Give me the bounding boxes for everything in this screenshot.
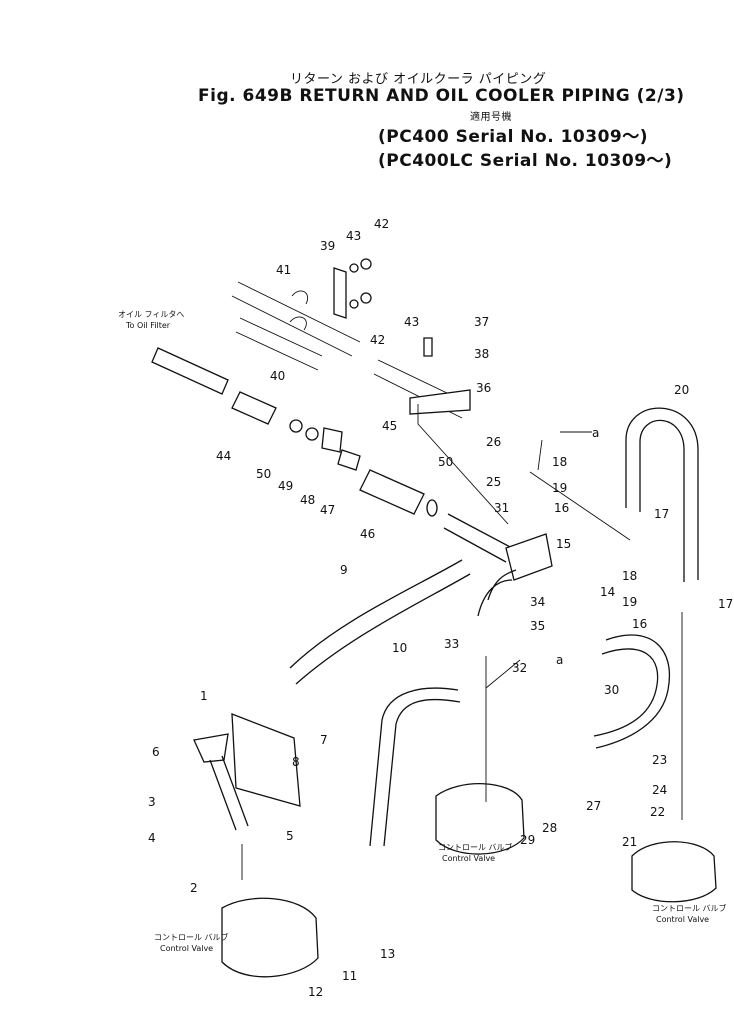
callout-42: 42	[374, 217, 389, 231]
oil-filter-caption-jp: オイル フィルタへ	[118, 310, 184, 319]
callout-13: 13	[380, 947, 395, 961]
callout-36: 36	[476, 381, 491, 395]
callout-25: 25	[486, 475, 501, 489]
control-valve-caption-jp-3: コントロール バルブ	[652, 903, 727, 913]
callout-46: 46	[360, 527, 375, 541]
applicable-models-label: 適用号機	[470, 112, 512, 123]
callout-43: 43	[346, 229, 361, 243]
callout-38: 38	[474, 347, 489, 361]
callout-16-b: 16	[632, 617, 647, 631]
callout-47: 47	[320, 503, 335, 517]
arrow-a-label-2: a	[556, 653, 563, 667]
callout-42-b: 42	[370, 333, 385, 347]
callout-40: 40	[270, 369, 285, 383]
callout-21: 21	[622, 835, 637, 849]
serial-range-pc400: (PC400 Serial No. 10309～)	[378, 127, 649, 147]
callout-32: 32	[512, 661, 527, 675]
serial-range-pc400lc: (PC400LC Serial No. 10309～)	[378, 151, 673, 171]
callout-39: 39	[320, 239, 335, 253]
callout-24: 24	[652, 783, 667, 797]
captions: オイル フィルタへ To Oil Filter コントロール バルブ Contr…	[118, 310, 727, 953]
callout-34: 34	[530, 595, 545, 609]
callout-41: 41	[276, 263, 291, 277]
pipe-assemblies	[193, 407, 699, 847]
callout-18-b: 18	[622, 569, 637, 583]
callout-43-b: 43	[404, 315, 419, 329]
callout-10: 10	[392, 641, 407, 655]
callout-44: 44	[216, 449, 231, 463]
callout-6: 6	[152, 745, 160, 759]
callout-37: 37	[474, 315, 489, 329]
control-valve-caption-en-2: Control Valve	[442, 854, 495, 863]
callout-2: 2	[190, 881, 198, 895]
control-valve-caption-jp-2: コントロール バルブ	[438, 842, 513, 852]
control-valve-caption-jp-1: コントロール バルブ	[154, 932, 229, 942]
clamps-brackets	[289, 258, 471, 415]
callout-15: 15	[556, 537, 571, 551]
control-valve-caption-en-1: Control Valve	[160, 944, 213, 953]
callout-11: 11	[342, 969, 357, 983]
leader-lines	[241, 404, 683, 880]
callout-28: 28	[542, 821, 557, 835]
callout-16: 16	[554, 501, 569, 515]
callout-23: 23	[652, 753, 667, 767]
callout-50-b: 50	[438, 455, 453, 469]
callout-27: 27	[586, 799, 601, 813]
callout-5: 5	[286, 829, 294, 843]
callout-49: 49	[278, 479, 293, 493]
fittings-row	[289, 419, 438, 517]
callout-12: 12	[308, 985, 323, 999]
callout-14: 14	[600, 585, 615, 599]
callout-18: 18	[552, 455, 567, 469]
callout-19: 19	[552, 481, 567, 495]
callout-31: 31	[494, 501, 509, 515]
callout-26: 26	[486, 435, 501, 449]
callout-3: 3	[148, 795, 156, 809]
japanese-title: リターン および オイルクーラ パイピング	[290, 72, 547, 87]
callout-30: 30	[604, 683, 619, 697]
callout-33: 33	[444, 637, 459, 651]
callout-45: 45	[382, 419, 397, 433]
arrow-a-label-1: a	[592, 426, 599, 440]
callout-1: 1	[200, 689, 208, 703]
callout-29: 29	[520, 833, 535, 847]
callout-4: 4	[148, 831, 156, 845]
callout-22: 22	[650, 805, 665, 819]
callout-17-b: 17	[718, 597, 733, 611]
callout-19-b: 19	[622, 595, 637, 609]
control-valve-caption-en-3: Control Valve	[656, 915, 709, 924]
callout-48: 48	[300, 493, 315, 507]
callout-50: 50	[256, 467, 271, 481]
callout-20: 20	[674, 383, 689, 397]
callout-8: 8	[292, 755, 300, 769]
upper-tubes	[151, 281, 471, 515]
figure-title: Fig. 649B RETURN AND OIL COOLER PIPING (…	[198, 86, 685, 106]
callout-35: 35	[530, 619, 545, 633]
control-valves	[221, 783, 717, 978]
callout-7: 7	[320, 733, 328, 747]
oil-filter-caption-en: To Oil Filter	[125, 321, 171, 330]
callout-17: 17	[654, 507, 669, 521]
callout-9: 9	[340, 563, 348, 577]
